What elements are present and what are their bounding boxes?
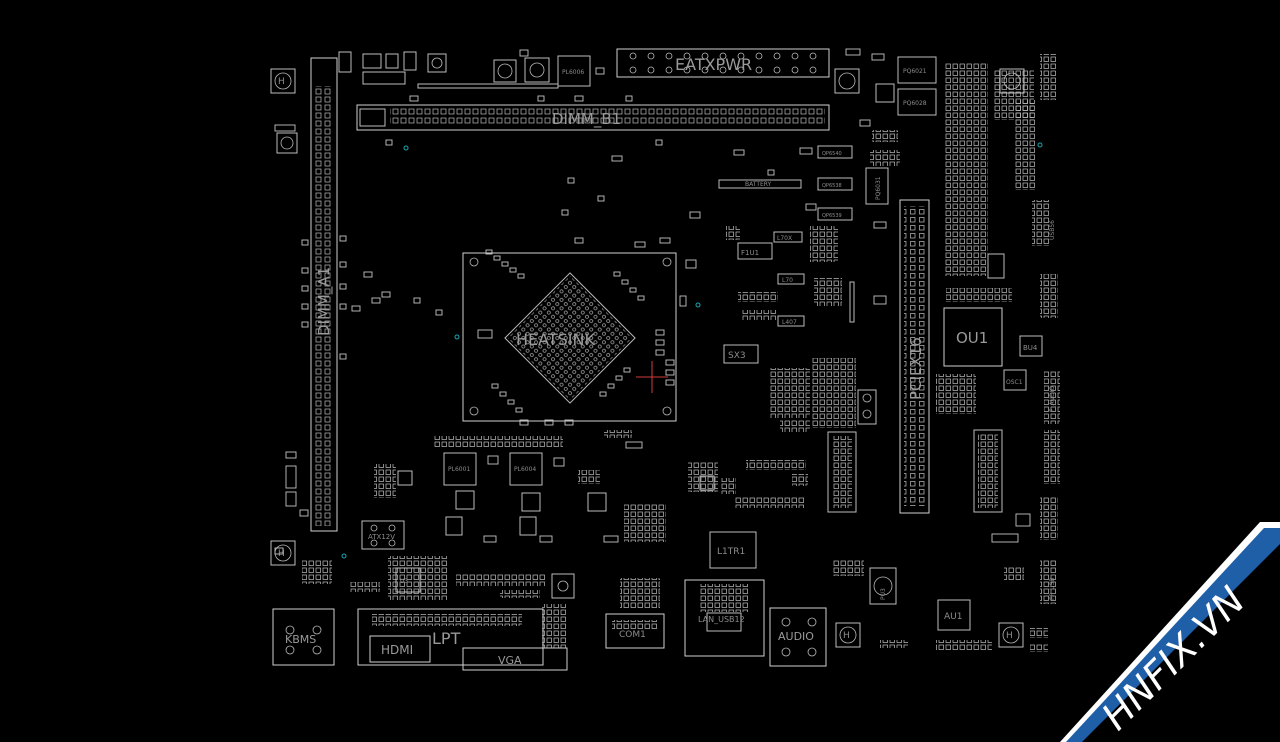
qp6538-label: QP6538 (822, 183, 842, 189)
pciex16-slot: PCIEX16 (899, 199, 930, 514)
ou1-label: OU1 (956, 329, 988, 347)
right-side-area: PQ6021 PQ6028 OU1 BU4 OSC1 AU1 PU3 (832, 54, 1060, 652)
watermark-ribbon-shape: HNFIX.VN (1060, 522, 1280, 742)
via-markers (341, 142, 1043, 559)
dimm-b1-slot: DIMM_B1 (356, 104, 830, 131)
dimm-a1-label: DIMM_A1 (315, 267, 334, 336)
bu4-label: BU4 (1023, 344, 1038, 352)
central-right-area: BATTERY QP6540 QP6538 QP6539 PQ6031 F1U1… (604, 119, 900, 513)
right-edge-labels: USB56 F_AUDIO FP_USB (1049, 220, 1056, 600)
l1tr1-transformer: L1TR1 (709, 531, 757, 569)
io-connectors: KBMS HDMI LPT VGA COM1 LAN_USB12 AUDIO U… (272, 556, 827, 671)
pciex16-label: PCIEX16 (907, 337, 925, 400)
au1-label: AU1 (944, 612, 962, 622)
svg-text:H: H (278, 77, 285, 87)
svg-text:U3: U3 (400, 578, 408, 585)
vrm-area: PL6001 PL6004 (374, 452, 666, 543)
pl6006-label: PL6006 (562, 69, 584, 76)
sx3-label: SX3 (728, 351, 746, 361)
side-label-fpusb: FP_USB (1049, 578, 1056, 600)
pq6028-label: PQ6028 (903, 100, 927, 107)
atx12v-label: ATX12V (368, 533, 395, 541)
hdmi-label: HDMI (381, 643, 413, 657)
side-label-usb56: USB56 (1049, 220, 1056, 240)
pu3-label: PU3 (880, 588, 887, 600)
audio-label: AUDIO (778, 630, 814, 643)
atx12v-connector: ATX12V (361, 520, 405, 550)
l407-label: L407 (782, 319, 797, 326)
cpu-heatsink-area: HEATSINK (462, 237, 677, 426)
watermark-ribbon: HNFIX.VN (1060, 522, 1280, 742)
lpt-label: LPT (432, 629, 461, 648)
cpu-bottom-header (433, 436, 563, 448)
qp6539-label: QP6539 (822, 213, 842, 219)
heatsink-label: HEATSINK (516, 330, 595, 349)
qp6540-label: QP6540 (822, 151, 842, 157)
vga-label: VGA (498, 654, 522, 667)
osc1-label: OSC1 (1006, 379, 1023, 386)
eatxpwr-connector: EATXPWR (616, 48, 830, 78)
l70-label: L70 (782, 277, 793, 284)
dimm-b1-label: DIMM_B1 (552, 110, 621, 129)
svg-text:H: H (1006, 631, 1013, 641)
pq6021-label: PQ6021 (903, 68, 927, 75)
pl6001-label: PL6001 (448, 466, 470, 473)
kbms-label: KBMS (285, 633, 316, 646)
side-label-faudio: F_AUDIO (1049, 386, 1056, 412)
top-left-parts: PL6006 (274, 48, 885, 132)
battery-label: BATTERY (745, 181, 772, 188)
svg-text:H: H (843, 631, 850, 641)
dimm-a1-slot: DIMM_A1 (310, 57, 338, 532)
com1-label: COM1 (619, 630, 646, 640)
pl6004-label: PL6004 (514, 466, 536, 473)
watermark-text: HNFIX.VN (1093, 578, 1253, 738)
scattered-passives (385, 95, 775, 316)
l1tr1-label: L1TR1 (717, 547, 745, 557)
left-side-parts (274, 235, 391, 555)
eatxpwr-label: EATXPWR (675, 55, 752, 74)
pq6031-label: PQ6031 (875, 176, 882, 200)
l70x-label: L70X (777, 235, 792, 242)
f1u1-label: F1U1 (741, 249, 759, 257)
lan-usb12-label: LAN_USB12 (698, 615, 745, 624)
